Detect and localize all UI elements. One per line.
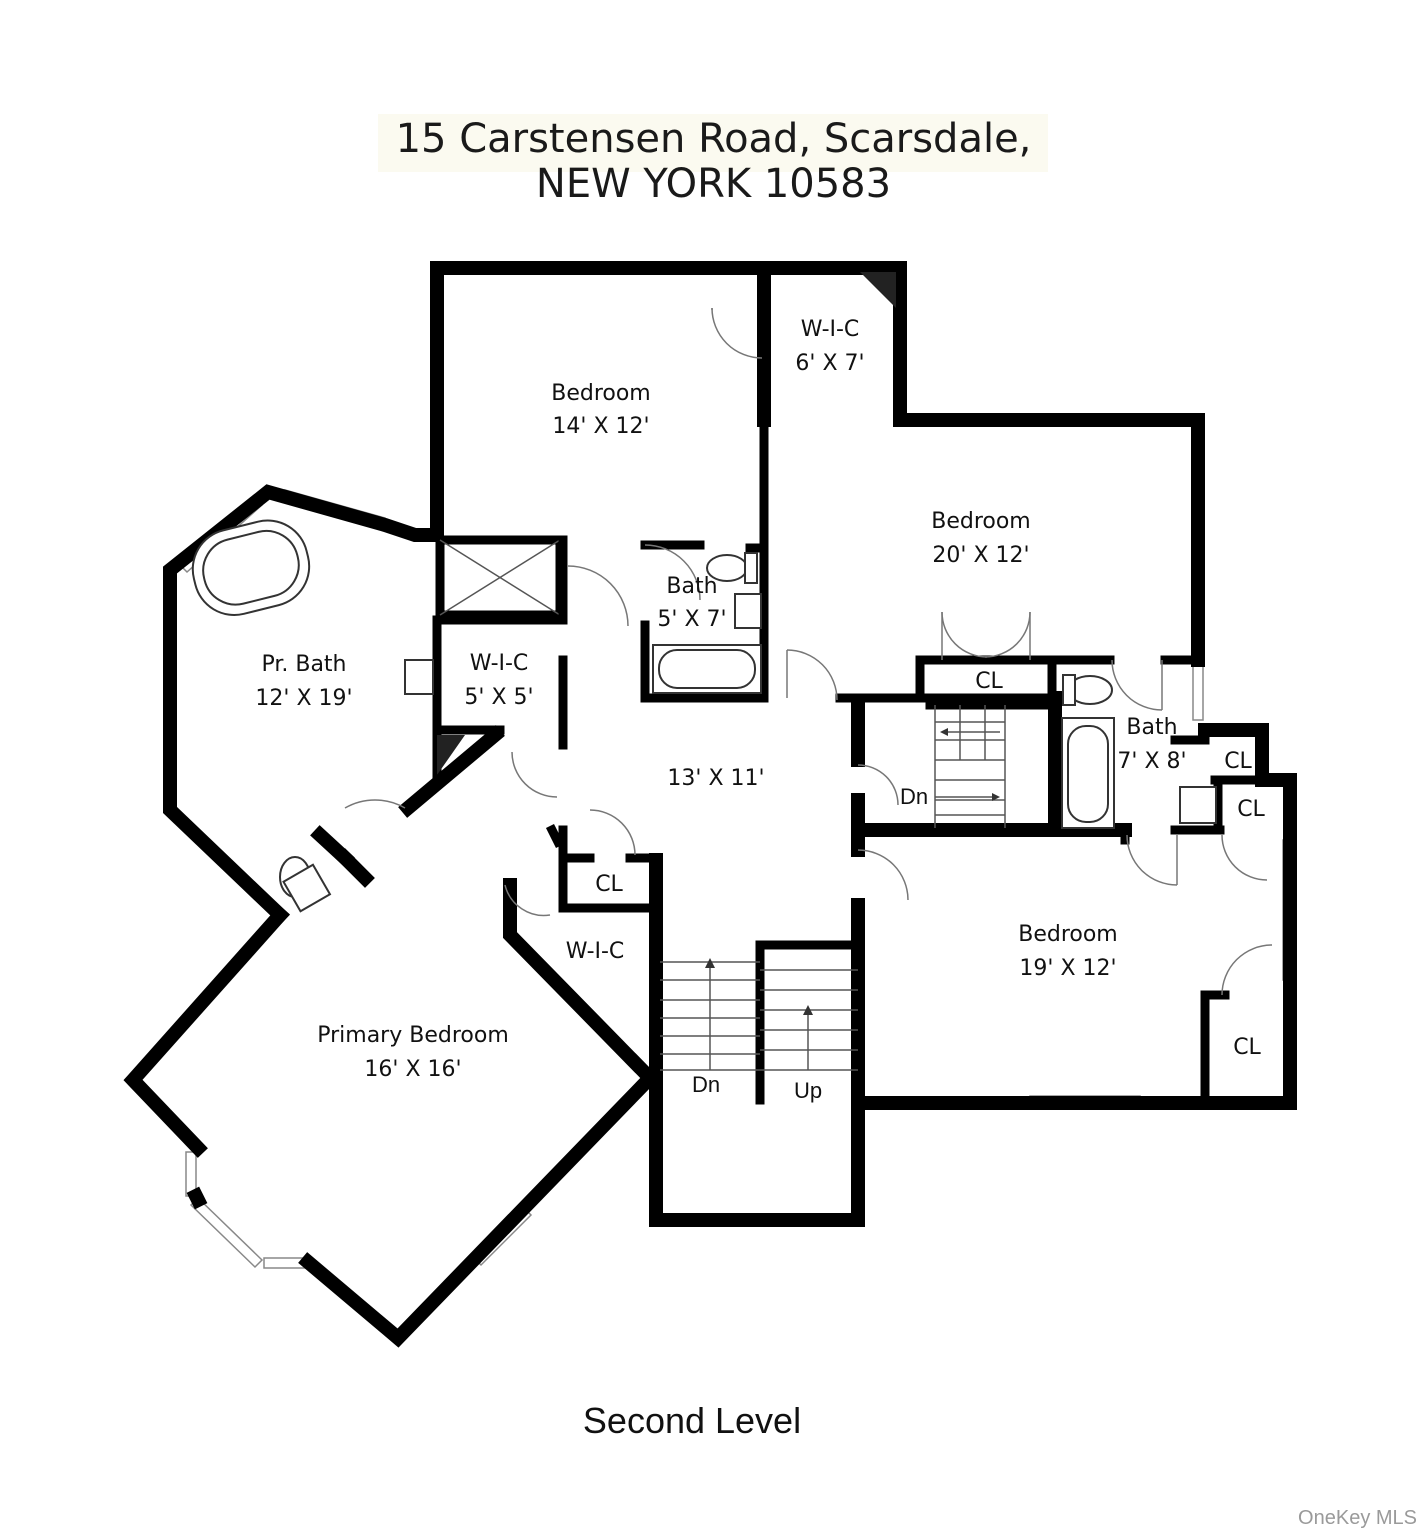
primary-bedroom-size: 16' X 16' (364, 1057, 461, 1082)
bedroom-right-size: 20' X 12' (932, 543, 1029, 568)
room-labels: Bedroom 14' X 12' W-I-C 6' X 7' Bedroom … (255, 317, 1265, 1103)
primary-bedroom-name: Primary Bedroom (317, 1023, 509, 1048)
bedroom-lower-right-size: 19' X 12' (1019, 956, 1116, 981)
wic-primary-name: W-I-C (566, 939, 625, 964)
level-label: Second Level (582, 1400, 802, 1441)
title-city-line: NEW YORK 10583 (535, 161, 892, 207)
bedroom-top-size: 14' X 12' (552, 414, 649, 439)
title-highlight (378, 114, 1048, 172)
closet-label: CL (1233, 1035, 1261, 1060)
stairs-down-label: Dn (900, 784, 928, 809)
closet-label: CL (975, 669, 1003, 694)
doors (344, 307, 1273, 996)
hall-size: 13' X 11' (667, 766, 764, 791)
watermark: OneKey MLS (1298, 1507, 1417, 1529)
bedroom-right-name: Bedroom (931, 509, 1031, 534)
pr-bath-name: Pr. Bath (261, 652, 346, 677)
wic-top-name: W-I-C (801, 317, 860, 342)
wic-mid-name: W-I-C (470, 651, 529, 676)
pr-bath-size: 12' X 19' (255, 686, 352, 711)
bath-small-size: 5' X 7' (657, 607, 726, 632)
wic-top-size: 6' X 7' (795, 351, 864, 376)
bath-right-size: 7' X 8' (1117, 749, 1186, 774)
title-address-line: 15 Carstensen Road, Scarsdale, (395, 116, 1032, 162)
closet-label: CL (1237, 797, 1265, 822)
bath-right-name: Bath (1126, 715, 1177, 740)
stairs-up-label: Up (794, 1078, 822, 1103)
walls (123, 261, 1297, 1348)
wic-mid-size: 5' X 5' (464, 685, 533, 710)
bedroom-top-name: Bedroom (551, 381, 651, 406)
stairs (660, 705, 1006, 1071)
fixtures (191, 519, 1217, 913)
bedroom-lower-right-name: Bedroom (1018, 922, 1118, 947)
bath-small-name: Bath (666, 574, 717, 599)
closet-label: CL (595, 872, 623, 897)
closet-label: CL (1224, 749, 1252, 774)
stairs-down-label: Dn (692, 1072, 720, 1097)
